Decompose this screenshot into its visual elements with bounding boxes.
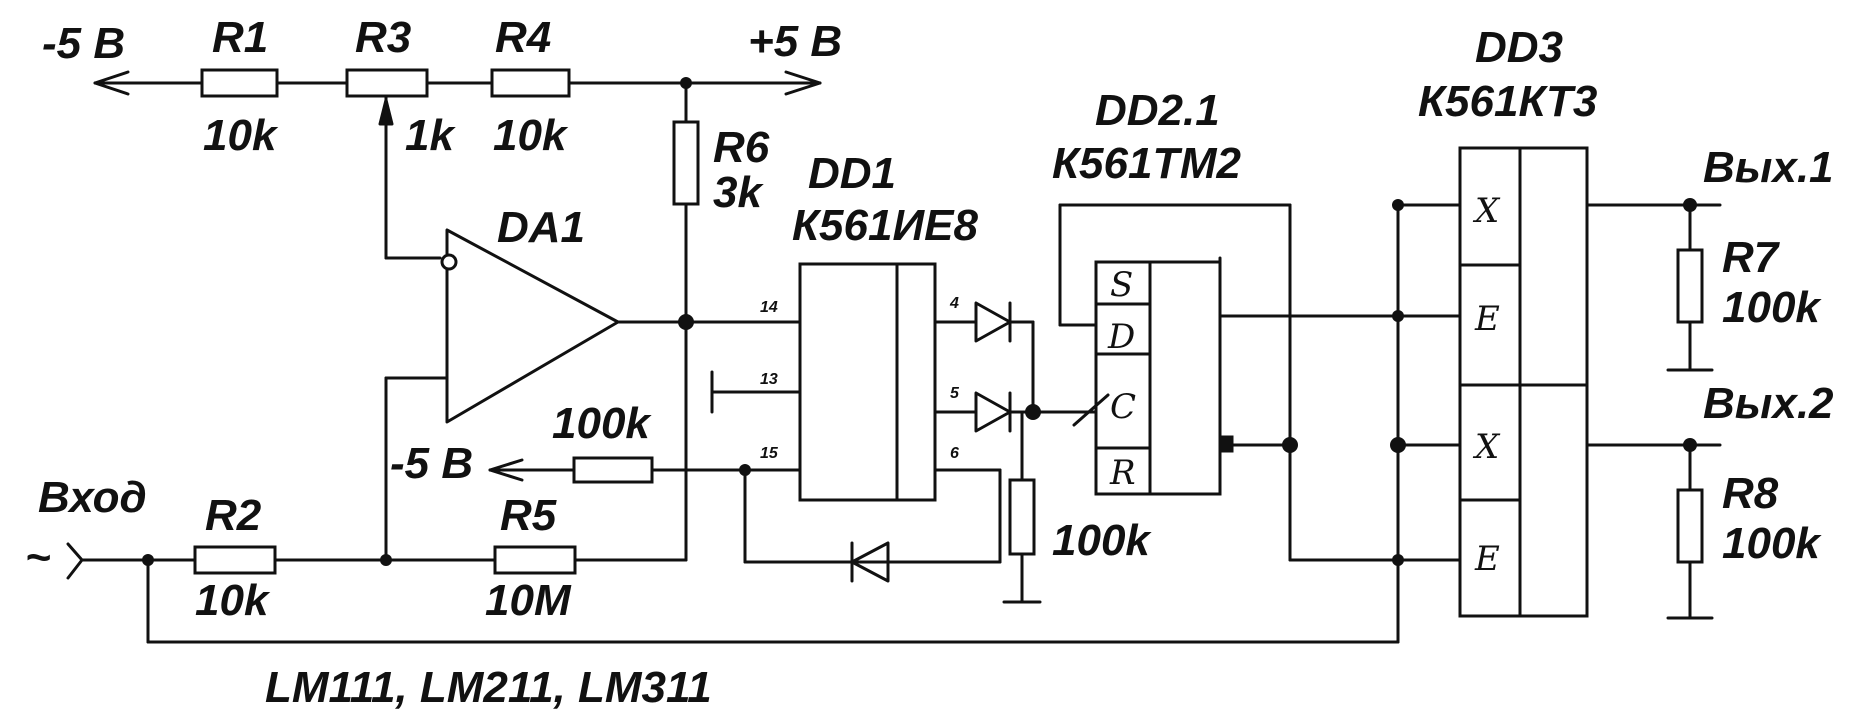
- dd3-pin-e1: E: [1474, 299, 1500, 339]
- dd1-pin-15: 15: [760, 445, 779, 462]
- r8-body: [1676, 488, 1704, 564]
- rpd-body: [1008, 478, 1036, 556]
- input-tilde: ~: [25, 533, 51, 582]
- dd1-pin-14: 14: [760, 299, 778, 316]
- r6-ref: R6: [713, 123, 770, 172]
- pulldown: [1002, 410, 1042, 604]
- dd2-flipflop: S D C R: [1058, 203, 1462, 562]
- dd3-pin-x1: X: [1472, 191, 1501, 231]
- r2-ref: R2: [205, 491, 262, 540]
- r8-ref: R8: [1722, 469, 1779, 518]
- diode-pair: [933, 301, 1098, 433]
- r4-body: [490, 68, 571, 98]
- dd1-ref: DD1: [808, 149, 896, 198]
- r1-value: 10k: [203, 111, 279, 160]
- dd3-switches: X E X E: [1390, 146, 1589, 644]
- rpd-value: 100k: [1052, 516, 1152, 565]
- top-rail: [93, 68, 822, 98]
- r1-ref: R1: [212, 13, 268, 62]
- r3-value: 1k: [405, 111, 456, 160]
- rail-neg-top: -5 В: [42, 19, 125, 68]
- dd2-pin-s: S: [1110, 265, 1133, 305]
- dd2-ref: DD2.1: [1095, 86, 1220, 135]
- rfb-value: 100k: [552, 399, 652, 448]
- r4-ref: R4: [495, 13, 551, 62]
- dd3-pin-x2: X: [1472, 427, 1501, 467]
- r8-value: 100k: [1722, 519, 1822, 568]
- rail-neg-mid: -5 В: [390, 439, 473, 488]
- da1-ref: DA1: [497, 203, 585, 252]
- dd2-pin-c: C: [1110, 387, 1136, 427]
- mid-rail: [488, 456, 1002, 564]
- dd1-pin-13: 13: [760, 371, 778, 388]
- dd1-pin-6: 6: [950, 445, 959, 462]
- r5-body: [493, 545, 577, 575]
- r3-body: [345, 68, 429, 98]
- r4-value: 10k: [493, 111, 569, 160]
- r7-body: [1676, 248, 1704, 324]
- r7-ref: R7: [1722, 233, 1781, 282]
- input-section: [66, 542, 1400, 644]
- out1-label: Вых.1: [1703, 143, 1834, 192]
- dd1-pin-5: 5: [950, 385, 960, 402]
- input-label: Вход: [38, 473, 147, 522]
- comparator-note: LM111, LM211, LM311: [265, 663, 712, 712]
- da1-comparator: [384, 228, 802, 562]
- dd2-pin-r: R: [1109, 453, 1136, 493]
- dd1-counter: 14 13 15 4 5 6: [710, 262, 960, 502]
- r1-body: [200, 68, 279, 98]
- rail-pos: +5 В: [748, 17, 842, 66]
- dd3-pin-e2: E: [1474, 539, 1500, 579]
- r6-body: [672, 120, 700, 206]
- r5-ref: R5: [500, 491, 557, 540]
- r6-value: 3k: [713, 168, 764, 217]
- r2-body: [193, 545, 277, 575]
- r5-value: 10M: [485, 576, 572, 625]
- dd3-part: К561КТ3: [1418, 77, 1597, 126]
- r3-wiper: [378, 94, 442, 260]
- dd1-part: К561ИЕ8: [792, 201, 978, 250]
- dd2-part: К561ТМ2: [1052, 139, 1242, 188]
- r6: [672, 77, 700, 562]
- r2-value: 10k: [195, 576, 271, 625]
- rfb-body: [572, 456, 654, 484]
- diode-feedback: [850, 541, 890, 583]
- r7-value: 100k: [1722, 283, 1822, 332]
- r3-ref: R3: [355, 13, 411, 62]
- dd1-pin-4: 4: [949, 295, 959, 312]
- outputs: [1585, 198, 1722, 620]
- dd3-ref: DD3: [1475, 23, 1563, 72]
- out2-label: Вых.2: [1703, 379, 1834, 428]
- dd2-pin-d: D: [1107, 317, 1135, 357]
